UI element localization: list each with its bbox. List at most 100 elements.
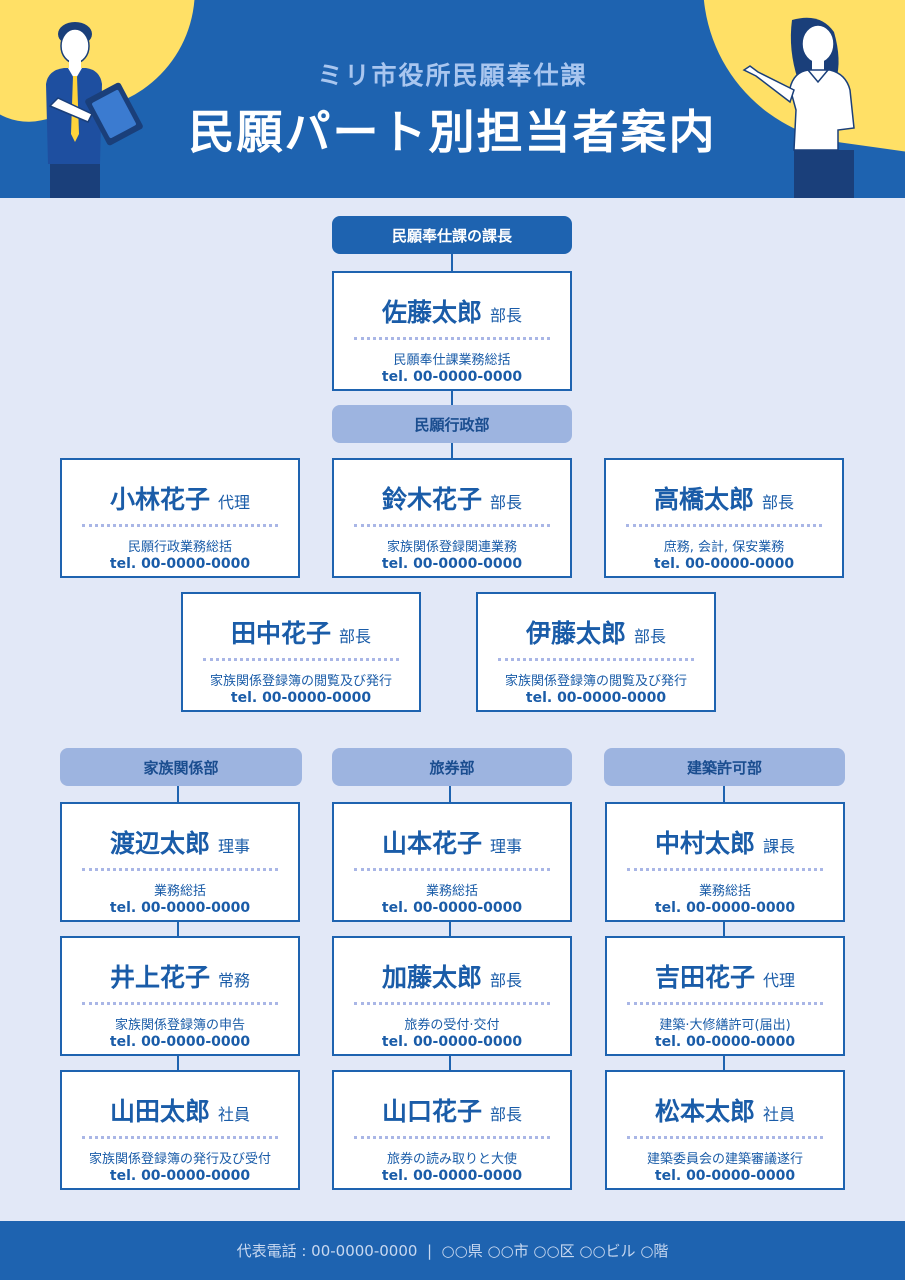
staff-name: 佐藤太郎 (381, 298, 482, 327)
header-banner: ミリ市役所民願奉仕課 民願パート別担当者案内 (0, 0, 905, 198)
staff-card: 高橋太郎部長 庶務, 会計, 保安業務 tel. 00-0000-0000 (604, 458, 844, 578)
staff-name: 中村太郎 (654, 829, 755, 858)
staff-tel: tel. 00-0000-0000 (381, 556, 523, 572)
staff-tel: tel. 00-0000-0000 (381, 369, 523, 385)
staff-card: 吉田花子代理 建築·大修繕許可(届出) tel. 00-0000-0000 (605, 936, 845, 1056)
dotted-divider (627, 1002, 823, 1005)
staff-card: 渡辺太郎理事 業務総括 tel. 00-0000-0000 (60, 802, 300, 922)
staff-tel: tel. 00-0000-0000 (381, 900, 523, 916)
staff-duty: 民願行政業務総括 (127, 540, 232, 555)
staff-role: 社員 (763, 1105, 796, 1124)
dotted-divider (82, 1002, 278, 1005)
staff-tel: tel. 00-0000-0000 (109, 556, 251, 572)
dotted-divider (354, 337, 550, 340)
footer-bar: 代表電話 : 00-0000-0000 | ○○県 ○○市 ○○区 ○○ビル ○… (0, 1221, 905, 1280)
connector-line (451, 442, 453, 460)
staff-name: 山田太郎 (109, 1097, 210, 1126)
staff-tel: tel. 00-0000-0000 (654, 900, 796, 916)
staff-role: 部長 (762, 493, 795, 512)
staff-name: 渡辺太郎 (109, 829, 210, 858)
dotted-divider (354, 868, 550, 871)
staff-name: 小林花子 (109, 485, 210, 514)
staff-card: 佐藤太郎部長 民願奉仕課業務総括 tel. 00-0000-0000 (332, 271, 572, 391)
staff-duty: 家族関係登録簿の閲覧及び発行 (504, 674, 687, 689)
staff-tel: tel. 00-0000-0000 (654, 1168, 796, 1184)
staff-tel: tel. 00-0000-0000 (109, 900, 251, 916)
dotted-divider (82, 868, 278, 871)
connector-line (449, 920, 451, 938)
page-title: 民願パート別担当者案内 (188, 105, 717, 159)
staff-name: 山本花子 (381, 829, 482, 858)
department-label: 建築許可部 (604, 748, 845, 786)
department-label: 旅券部 (332, 748, 572, 786)
staff-tel: tel. 00-0000-0000 (109, 1034, 251, 1050)
staff-duty: 民願奉仕課業務総括 (393, 353, 511, 368)
connector-line (723, 920, 725, 938)
staff-role: 部長 (490, 971, 523, 990)
staff-duty: 旅券の読み取りと大使 (386, 1152, 517, 1167)
staff-name: 田中花子 (230, 619, 331, 648)
staff-card: 松本太郎社員 建築委員会の建築審議遂行 tel. 00-0000-0000 (605, 1070, 845, 1190)
staff-role: 常務 (218, 971, 251, 990)
staff-name: 鈴木花子 (381, 485, 482, 514)
staff-card: 山口花子部長 旅券の読み取りと大使 tel. 00-0000-0000 (332, 1070, 572, 1190)
staff-role: 部長 (490, 306, 523, 325)
staff-duty: 家族関係登録簿の閲覧及び発行 (209, 674, 392, 689)
staff-tel: tel. 00-0000-0000 (381, 1168, 523, 1184)
staff-duty: 旅券の受付·交付 (404, 1018, 500, 1033)
staff-duty: 業務総括 (425, 884, 478, 899)
staff-name: 高橋太郎 (653, 485, 754, 514)
staff-role: 部長 (490, 493, 523, 512)
department-label: 家族関係部 (60, 748, 302, 786)
staff-duty: 建築委員会の建築審議遂行 (646, 1152, 803, 1167)
staff-role: 理事 (218, 837, 251, 856)
department-subtitle: ミリ市役所民願奉仕課 (317, 61, 588, 90)
staff-tel: tel. 00-0000-0000 (653, 556, 795, 572)
staff-tel: tel. 00-0000-0000 (381, 1034, 523, 1050)
staff-card: 山本花子理事 業務総括 tel. 00-0000-0000 (332, 802, 572, 922)
staff-tel: tel. 00-0000-0000 (109, 1168, 251, 1184)
dotted-divider (354, 524, 550, 527)
connector-line (723, 1054, 725, 1072)
staff-card: 鈴木花子部長 家族関係登録関連業務 tel. 00-0000-0000 (332, 458, 572, 578)
staff-card: 田中花子部長 家族関係登録簿の閲覧及び発行 tel. 00-0000-0000 (181, 592, 421, 712)
staff-duty: 業務総括 (698, 884, 751, 899)
staff-name: 松本太郎 (654, 1097, 755, 1126)
staff-duty: 庶務, 会計, 保安業務 (663, 540, 785, 555)
connector-line (451, 253, 453, 273)
staff-duty: 家族関係登録簿の申告 (114, 1018, 245, 1033)
dotted-divider (82, 1136, 278, 1139)
staff-tel: tel. 00-0000-0000 (525, 690, 667, 706)
dotted-divider (203, 658, 399, 661)
staff-role: 理事 (490, 837, 523, 856)
dotted-divider (627, 868, 823, 871)
staff-role: 課長 (763, 837, 796, 856)
dotted-divider (498, 658, 694, 661)
staff-card: 井上花子常務 家族関係登録簿の申告 tel. 00-0000-0000 (60, 936, 300, 1056)
staff-duty: 家族関係登録関連業務 (386, 540, 517, 555)
staff-tel: tel. 00-0000-0000 (654, 1034, 796, 1050)
woman-presenting-illustration (742, 17, 855, 198)
staff-card: 山田太郎社員 家族関係登録簿の発行及び受付 tel. 00-0000-0000 (60, 1070, 300, 1190)
staff-duty: 建築·大修繕許可(届出) (659, 1018, 791, 1033)
staff-role: 部長 (490, 1105, 523, 1124)
staff-role: 部長 (339, 627, 372, 646)
footer-contact-text: 代表電話 : 00-0000-0000 | ○○県 ○○市 ○○区 ○○ビル ○… (236, 1242, 669, 1260)
connector-line (723, 785, 725, 803)
connector-line (449, 785, 451, 803)
admin-label: 民願行政部 (332, 405, 572, 443)
staff-name: 井上花子 (109, 963, 210, 992)
connector-line (177, 785, 179, 803)
staff-name: 加藤太郎 (381, 963, 482, 992)
staff-card: 中村太郎課長 業務総括 tel. 00-0000-0000 (605, 802, 845, 922)
staff-role: 社員 (218, 1105, 251, 1124)
staff-card: 伊藤太郎部長 家族関係登録簿の閲覧及び発行 tel. 00-0000-0000 (476, 592, 716, 712)
dotted-divider (627, 1136, 823, 1139)
staff-role: 代理 (763, 971, 796, 990)
staff-name: 伊藤太郎 (525, 619, 626, 648)
staff-card: 加藤太郎部長 旅券の受付·交付 tel. 00-0000-0000 (332, 936, 572, 1056)
staff-name: 吉田花子 (654, 963, 755, 992)
man-with-tablet-illustration (46, 22, 143, 198)
chief-label: 民願奉仕課の課長 (332, 216, 572, 254)
connector-line (177, 1054, 179, 1072)
